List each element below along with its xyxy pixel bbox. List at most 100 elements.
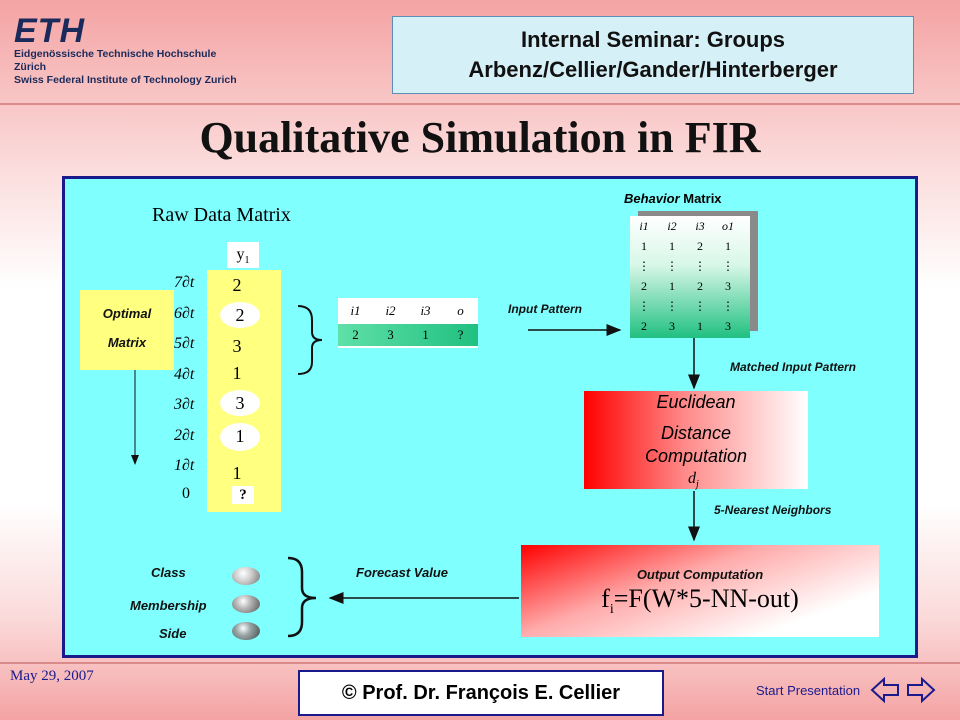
behavior-row: 1 1 2 1 bbox=[630, 236, 750, 256]
euclidean-line1: Euclidean bbox=[656, 392, 736, 412]
behavior-header-row: i1 i2 i3 o1 bbox=[630, 216, 750, 236]
raw-cell-7: 2 bbox=[232, 275, 242, 295]
raw-cell-3: 3 bbox=[220, 390, 260, 416]
optimal-matrix-line1: Optimal bbox=[102, 306, 152, 321]
behavior-label-italic: Behavior bbox=[624, 191, 680, 206]
slide-title: Qualitative Simulation in FIR bbox=[199, 113, 761, 162]
behavior-label-rest: Matrix bbox=[679, 191, 722, 206]
forward-arrow-icon[interactable] bbox=[906, 676, 936, 704]
output-label: Output Computation bbox=[636, 567, 764, 582]
input-value-i1: 2 bbox=[352, 327, 359, 342]
behavior-header-o1: o1 bbox=[722, 219, 734, 233]
behavior-header-i2: i2 bbox=[667, 219, 677, 233]
time-0: 0 bbox=[182, 485, 190, 502]
column-header-text: y bbox=[236, 246, 245, 263]
time-2: 2∂t bbox=[174, 427, 195, 444]
input-pattern-value-row: 2 3 1 ? bbox=[338, 324, 478, 346]
input-value-i3: 1 bbox=[422, 327, 429, 342]
euclidean-line3: Computation bbox=[644, 446, 748, 466]
dj-letter: d bbox=[688, 470, 696, 487]
input-header-o: o bbox=[457, 303, 464, 318]
dj-sub: j bbox=[696, 479, 699, 491]
behavior-cell: 1 bbox=[641, 239, 647, 253]
matched-input-label: Matched Input Pattern bbox=[730, 360, 857, 374]
behavior-cell: ⋮ bbox=[666, 259, 678, 273]
raw-cell-1: 1 bbox=[232, 463, 242, 483]
behavior-cell: 2 bbox=[697, 279, 703, 293]
seminar-box: Internal Seminar: Groups Arbenz/Cellier/… bbox=[392, 16, 914, 94]
result-side-label: Side bbox=[159, 626, 187, 641]
output-formula: fi=F(W*5-NN-out) bbox=[521, 584, 879, 618]
footer-date: May 29, 2007 bbox=[10, 668, 94, 684]
nearest-neighbors-label: 5-Nearest Neighbors bbox=[714, 503, 832, 517]
optimal-matrix-line2: Matrix bbox=[107, 335, 147, 350]
raw-cell-0: ? bbox=[232, 486, 254, 504]
formula-post: =F(W*5-NN-out) bbox=[613, 584, 799, 613]
behavior-cell: ⋮ bbox=[638, 299, 650, 313]
input-value-o: ? bbox=[457, 327, 464, 342]
behavior-row: ⋮ ⋮ ⋮ ⋮ bbox=[630, 256, 750, 276]
result-side-sphere bbox=[232, 622, 260, 640]
behavior-header-i3: i3 bbox=[695, 219, 705, 233]
behavior-row: ⋮ ⋮ ⋮ ⋮ bbox=[630, 296, 750, 316]
time-5: 5∂t bbox=[174, 335, 195, 352]
footer-divider bbox=[0, 662, 960, 664]
input-pattern-label: Input Pattern bbox=[508, 302, 582, 316]
optimal-matrix-box: Optimal Matrix bbox=[80, 290, 174, 370]
result-class-label: Class bbox=[151, 565, 186, 580]
input-header-i1: i1 bbox=[350, 303, 361, 318]
behavior-cell: ⋮ bbox=[638, 259, 650, 273]
back-arrow-icon[interactable] bbox=[870, 676, 900, 704]
result-membership-sphere bbox=[232, 595, 260, 613]
formula-pre: f bbox=[601, 584, 610, 613]
raw-data-column: 2 2 3 1 3 1 1 ? bbox=[207, 270, 281, 512]
behavior-cell: 1 bbox=[697, 319, 703, 333]
behavior-cell: 3 bbox=[669, 319, 675, 333]
input-header-i2: i2 bbox=[385, 303, 396, 318]
time-7: 7∂t bbox=[174, 274, 195, 291]
raw-cell-6: 2 bbox=[220, 302, 260, 328]
logo-line-english: Swiss Federal Institute of Technology Zu… bbox=[14, 74, 237, 86]
input-header-i3: i3 bbox=[420, 303, 431, 318]
behavior-matrix-table: i1 i2 i3 o1 1 1 2 1 ⋮ ⋮ ⋮ ⋮ 2 1 2 3 ⋮ ⋮ … bbox=[630, 216, 750, 338]
logo-mark: ETH bbox=[14, 12, 85, 50]
behavior-cell: 1 bbox=[669, 279, 675, 293]
output-box: Output Computation fi=F(W*5-NN-out) bbox=[521, 545, 879, 637]
behavior-cell: 3 bbox=[725, 319, 731, 333]
header-divider bbox=[0, 103, 960, 105]
time-1: 1∂t bbox=[174, 457, 195, 474]
time-4: 4∂t bbox=[174, 366, 195, 383]
result-membership-label: Membership bbox=[130, 598, 207, 613]
formula-sub: i bbox=[609, 602, 614, 618]
input-value-i2: 3 bbox=[387, 327, 394, 342]
seminar-line1: Internal Seminar: Groups bbox=[520, 27, 786, 52]
behavior-matrix-label: Behavior Matrix bbox=[624, 191, 722, 206]
behavior-cell: 2 bbox=[697, 239, 703, 253]
footer-author: © Prof. Dr. François E. Cellier bbox=[298, 670, 664, 716]
logo-line-german: Eidgenössische Technische Hochschule Zür… bbox=[14, 48, 217, 73]
behavior-cell: 2 bbox=[641, 279, 647, 293]
behavior-row: 2 3 1 3 bbox=[630, 316, 750, 336]
behavior-cell: ⋮ bbox=[722, 259, 734, 273]
eth-logo: ETH Eidgenössische Technische Hochschule… bbox=[14, 12, 244, 86]
behavior-cell: ⋮ bbox=[722, 299, 734, 313]
input-pattern-table: i1 i2 i3 o 2 3 1 ? bbox=[338, 298, 478, 348]
forecast-value-label: Forecast Value bbox=[356, 565, 449, 580]
seminar-line2: Arbenz/Cellier/Gander/Hinterberger bbox=[468, 57, 838, 82]
input-pattern-header-row: i1 i2 i3 o bbox=[338, 298, 478, 324]
raw-cell-5: 3 bbox=[232, 336, 242, 356]
behavior-cell: 1 bbox=[725, 239, 731, 253]
behavior-row: 2 1 2 3 bbox=[630, 276, 750, 296]
behavior-cell: ⋮ bbox=[694, 259, 706, 273]
behavior-cell: ⋮ bbox=[666, 299, 678, 313]
raw-cell-4: 1 bbox=[232, 363, 242, 383]
raw-cell-2: 1 bbox=[220, 423, 260, 451]
raw-data-brace bbox=[297, 305, 323, 375]
time-6: 6∂t bbox=[174, 305, 195, 322]
results-brace bbox=[287, 556, 317, 638]
dj-symbol: dj bbox=[688, 470, 699, 490]
behavior-header-i1: i1 bbox=[639, 219, 649, 233]
time-3: 3∂t bbox=[174, 396, 195, 413]
start-presentation-link[interactable]: Start Presentation bbox=[756, 683, 861, 698]
